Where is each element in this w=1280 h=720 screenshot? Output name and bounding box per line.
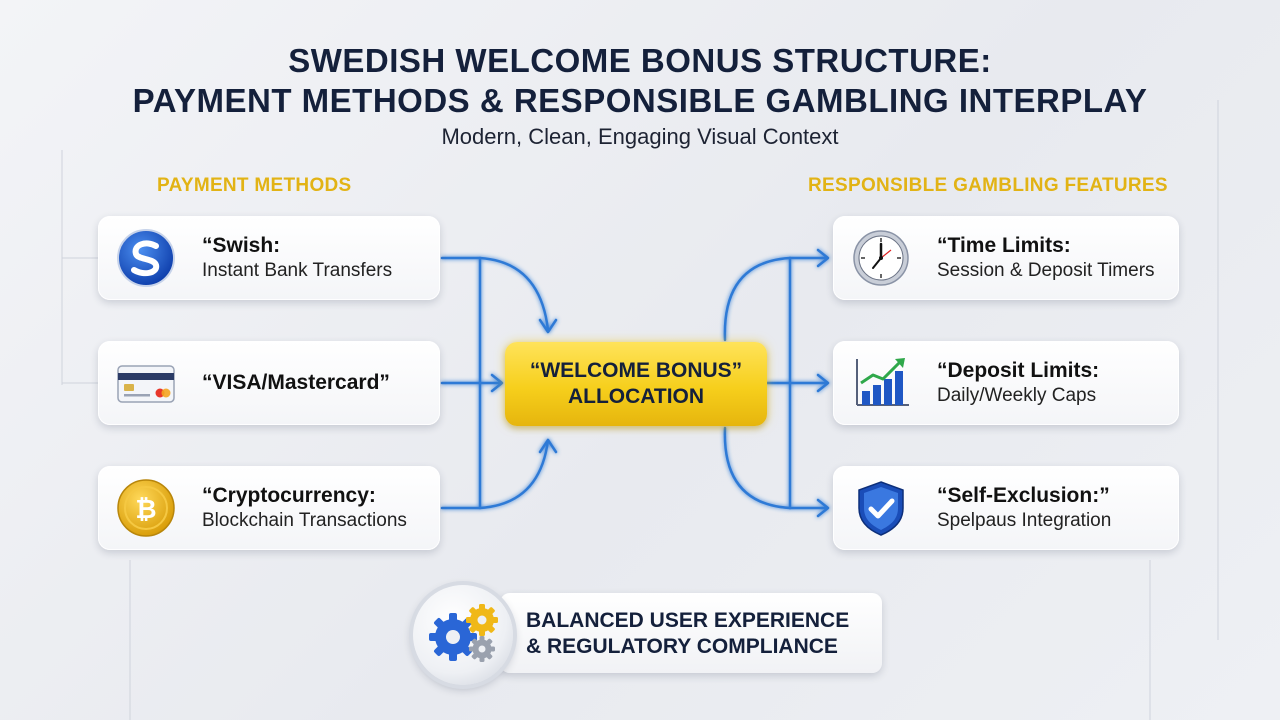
welcome-bonus-allocation-node: “WELCOME BONUS” ALLOCATION [505,342,767,426]
swish-logo-icon [117,229,175,287]
payment-methods-heading: PAYMENT METHODS [157,175,352,196]
gears-icon [429,604,498,662]
rg-card-title: “Time Limits: [937,234,1071,257]
center-node-line-1: “WELCOME BONUS” [529,359,743,382]
balanced-compliance-box: BALANCED USER EXPERIENCE & REGULATORY CO… [500,593,882,673]
rg-card-time-limits: “Time Limits: Session & Deposit Timers [833,216,1179,300]
rg-card-subtitle: Session & Deposit Timers [937,260,1155,281]
page-title-line-2: PAYMENT METHODS & RESPONSIBLE GAMBLING I… [132,82,1148,119]
rg-card-title: “Deposit Limits: [937,359,1100,382]
responsible-gambling-heading: RESPONSIBLE GAMBLING FEATURES [808,175,1168,196]
payment-card-subtitle: Instant Bank Transfers [202,260,393,281]
rg-card-subtitle: Daily/Weekly Caps [937,385,1097,406]
bottom-box-line-2: & REGULATORY COMPLIANCE [526,635,838,658]
payment-card-visa-mastercard: “VISA/Mastercard” [98,341,440,425]
credit-card-icon [117,365,175,403]
payment-card-title: “VISA/Mastercard” [202,371,390,394]
bottom-box-line-1: BALANCED USER EXPERIENCE [526,609,850,632]
page-subtitle: Modern, Clean, Engaging Visual Context [441,124,839,149]
clock-icon [853,230,909,286]
page-title-line-1: SWEDISH WELCOME BONUS STRUCTURE: [288,42,992,79]
rg-card-subtitle: Spelpaus Integration [937,510,1112,531]
bar-chart-icon [856,358,909,406]
payment-card-title: “Cryptocurrency: [202,484,376,507]
payment-card-cryptocurrency: ₿ “Cryptocurrency: Blockchain Transactio… [98,466,440,550]
shield-check-icon [858,481,904,536]
svg-text:₿: ₿ [135,495,156,525]
rg-card-deposit-limits: “Deposit Limits: Daily/Weekly Caps [833,341,1179,425]
rg-card-title: “Self-Exclusion:” [937,484,1110,507]
payment-card-swish: “Swish: Instant Bank Transfers [98,216,440,300]
gears-icon-badge [413,585,513,685]
center-node-line-2: ALLOCATION [567,385,705,408]
rg-card-self-exclusion: “Self-Exclusion:” Spelpaus Integration [833,466,1179,550]
payment-card-title: “Swish: [202,234,281,257]
payment-card-subtitle: Blockchain Transactions [202,510,407,531]
bitcoin-icon: ₿ [117,479,175,537]
